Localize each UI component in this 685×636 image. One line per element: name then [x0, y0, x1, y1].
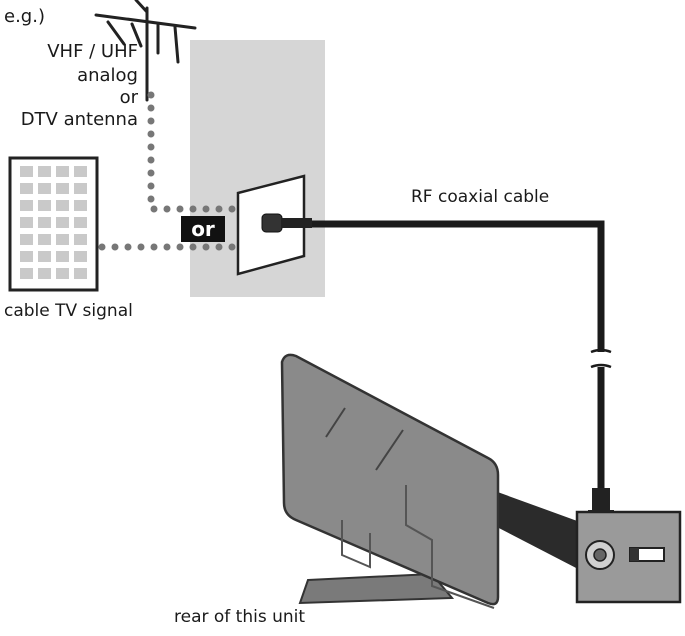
building-window — [74, 268, 87, 279]
building-window — [74, 234, 87, 245]
building-window — [38, 234, 51, 245]
building-window — [38, 166, 51, 177]
building-window — [20, 217, 33, 228]
cable-tv-signal-label: cable TV signal — [4, 301, 133, 321]
building-window — [20, 251, 33, 262]
building-icon — [8, 156, 99, 292]
building-window — [56, 166, 69, 177]
building-window — [20, 234, 33, 245]
building-window — [38, 200, 51, 211]
building-window — [74, 166, 87, 177]
rf-coaxial-cable — [312, 220, 605, 352]
or-badge — [181, 216, 225, 242]
building-window — [74, 183, 87, 194]
building-window — [20, 183, 33, 194]
antenna-label-line4: DTV antenna — [21, 109, 138, 130]
building-window — [38, 217, 51, 228]
tv-icon — [280, 353, 580, 609]
building-window — [56, 200, 69, 211]
cable-break-mark — [590, 348, 612, 369]
building-window — [56, 234, 69, 245]
signal-dotted-lines — [98, 91, 246, 251]
example-prefix: e.g.) — [4, 6, 45, 27]
building-window — [74, 200, 87, 211]
building-window — [20, 200, 33, 211]
antenna-dotted-line — [147, 91, 246, 213]
antenna-icon — [94, 0, 197, 102]
building-window — [74, 251, 87, 262]
building-window — [56, 183, 69, 194]
antenna-label-line1: VHF / UHF — [47, 41, 138, 62]
building-window — [56, 268, 69, 279]
rear-panel-zoom — [575, 510, 682, 604]
building-window — [38, 251, 51, 262]
building-window — [20, 166, 33, 177]
or-badge-label: or — [191, 217, 215, 241]
building-window — [38, 268, 51, 279]
antenna-label-line2: analog — [77, 65, 138, 86]
building-window — [56, 217, 69, 228]
building-window — [56, 251, 69, 262]
building-window — [74, 217, 87, 228]
rf-coaxial-cable-label: RF coaxial cable — [411, 187, 549, 207]
wall-outlet-icon — [236, 174, 312, 276]
building-window — [38, 183, 51, 194]
rear-of-unit-label: rear of this unit — [174, 607, 305, 627]
building-window — [20, 268, 33, 279]
antenna-label-line3: or — [120, 87, 139, 108]
